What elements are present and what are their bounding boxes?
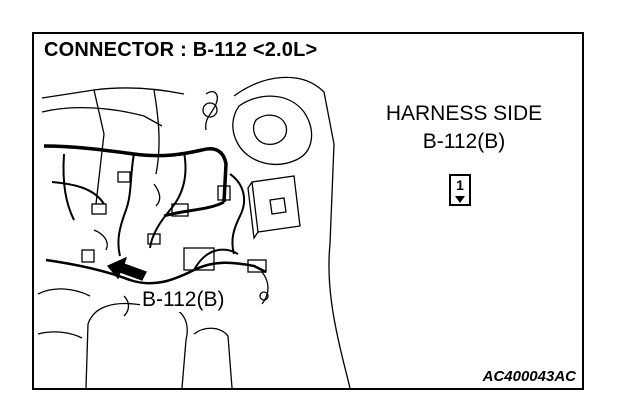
engine-bay-illustration [37, 76, 351, 388]
connector-callout-label: B-112(B) [140, 288, 227, 312]
harness-side-label: HARNESS SIDE [385, 102, 543, 125]
lower-harness [45, 258, 267, 285]
pin-number: 1 [456, 177, 464, 193]
page-title: CONNECTOR : B-112 <2.0L> [44, 39, 318, 61]
connector-key-triangle-icon [455, 196, 465, 203]
figure-id: AC400043AC [482, 368, 576, 385]
lower-reservoir [87, 302, 188, 388]
relay-box [251, 175, 301, 233]
harness-connector-code: B-112(B) [422, 130, 506, 153]
main-harness [43, 144, 228, 203]
diagram-frame: CONNECTOR : B-112 <2.0L> HARNESS SIDE B-… [32, 32, 584, 390]
pointer-arrow [106, 256, 147, 281]
fender-outline [233, 76, 351, 388]
strut-tower [232, 95, 313, 165]
harness-branch [117, 153, 135, 257]
connector-block [91, 203, 107, 215]
connector-pin-diagram: 1 [449, 174, 471, 206]
